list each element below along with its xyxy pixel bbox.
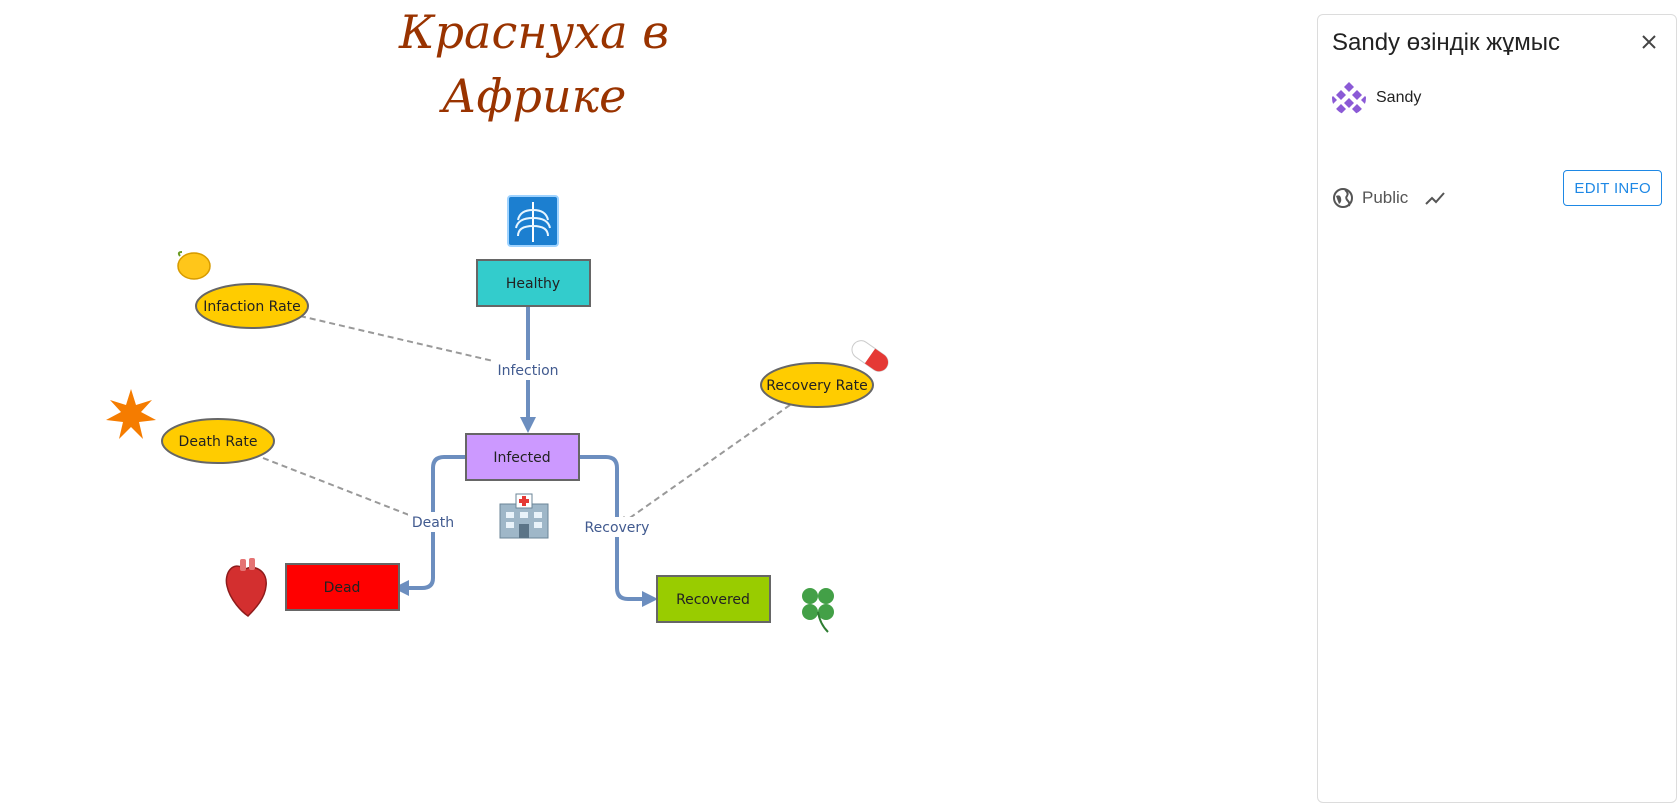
close-button[interactable] xyxy=(1636,29,1662,55)
clover-icon[interactable] xyxy=(802,588,834,633)
link-infection-rate[interactable] xyxy=(299,315,520,368)
stock-healthy-label: Healthy xyxy=(506,276,560,292)
stock-dead-label: Dead xyxy=(324,580,361,596)
variable-death-rate-label: Death Rate xyxy=(179,434,258,450)
flow-infection-label-bg xyxy=(491,360,565,380)
avatar-pattern xyxy=(1332,81,1366,115)
globe-icon xyxy=(1333,188,1353,208)
pill-icon[interactable] xyxy=(848,337,891,375)
close-icon xyxy=(1642,35,1656,49)
diagram-svg[interactable]: Краснуха в Африке Infection Death Recove… xyxy=(0,0,1315,812)
model-canvas[interactable]: Краснуха в Африке Infection Death Recove… xyxy=(0,0,1315,812)
flow-recovery-label-bg xyxy=(582,517,652,537)
hospital-icon[interactable] xyxy=(499,493,549,539)
link-recovery-rate[interactable] xyxy=(623,404,791,523)
variable-infection-rate[interactable] xyxy=(195,283,309,329)
stock-infected-label: Infected xyxy=(493,450,550,466)
burst-icon[interactable] xyxy=(106,389,156,439)
stock-healthy[interactable] xyxy=(476,259,591,307)
edit-info-button[interactable]: EDIT INFO xyxy=(1563,170,1662,206)
diagram-title-line1: Краснуха в xyxy=(398,5,669,59)
flow-death-label-bg xyxy=(408,512,458,532)
variable-death-rate[interactable] xyxy=(161,418,275,464)
visibility-text: Public xyxy=(1362,188,1409,207)
info-panel: Sandy өзіндік жұмыс Sandy xyxy=(1317,14,1677,803)
owner-name[interactable]: Sandy xyxy=(1376,89,1422,106)
variable-recovery-rate[interactable] xyxy=(760,362,874,408)
trend-icon[interactable] xyxy=(1424,187,1446,209)
stock-dead[interactable] xyxy=(285,563,400,611)
visibility-row: Public xyxy=(1332,187,1446,209)
stock-recovered-label: Recovered xyxy=(676,592,750,608)
diagram-title-line2: Африке xyxy=(439,69,627,123)
flow-recovery-label: Recovery xyxy=(585,520,650,536)
flow-infection-label: Infection xyxy=(497,363,558,379)
lemon-icon[interactable] xyxy=(177,251,211,280)
owner-row: Sandy xyxy=(1332,81,1421,115)
stock-recovered[interactable] xyxy=(656,575,771,623)
variable-infection-rate-label: Infaction Rate xyxy=(203,299,301,315)
heart-icon[interactable] xyxy=(225,558,267,617)
avatar[interactable] xyxy=(1332,81,1366,115)
flow-death-label: Death xyxy=(412,515,454,531)
variable-recovery-rate-label: Recovery Rate xyxy=(766,378,867,394)
xray-icon[interactable] xyxy=(507,195,559,247)
stock-infected[interactable] xyxy=(465,433,580,481)
panel-title: Sandy өзіндік жұмыс xyxy=(1332,29,1560,56)
link-death-rate[interactable] xyxy=(262,457,428,523)
